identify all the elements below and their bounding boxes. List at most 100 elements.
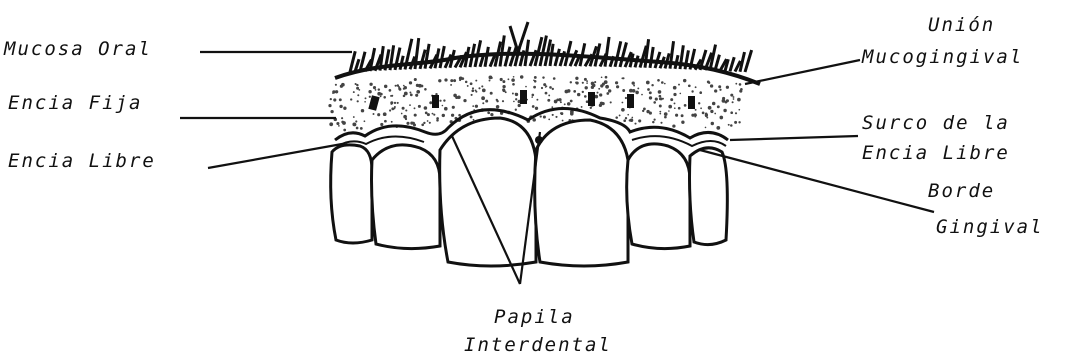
stipple-dot <box>615 116 618 119</box>
stipple-dot <box>409 104 411 106</box>
stipple-dot <box>699 91 702 94</box>
stipple-dot <box>394 106 396 108</box>
stipple-dot <box>584 95 587 98</box>
stipple-dot <box>591 86 594 89</box>
stipple-dot <box>681 114 684 117</box>
stipple-dot <box>556 99 559 102</box>
stipple-dot <box>723 109 726 112</box>
stipple-dot <box>637 87 639 89</box>
stipple-dot <box>404 92 408 96</box>
stipple-dot <box>570 112 574 116</box>
stipple-dot <box>421 85 424 88</box>
stipple-dot <box>584 78 587 81</box>
attached-gingiva-stipple <box>328 75 742 131</box>
stipple-dot <box>502 100 504 102</box>
stipple-dot <box>457 96 461 100</box>
stipple-dot <box>335 84 337 86</box>
stipple-dot <box>453 79 456 82</box>
stipple-dot <box>336 122 339 125</box>
stipple-dot <box>668 105 672 109</box>
leader-encia-libre <box>208 144 342 168</box>
stipple-dot <box>532 105 535 108</box>
stipple-dot <box>698 102 700 104</box>
hatch-stroke <box>730 57 734 71</box>
stipple-dot <box>525 86 527 88</box>
stipple-dot <box>401 113 403 115</box>
stipple-dot <box>471 89 474 92</box>
stipple-dot <box>730 111 733 114</box>
stipple-dot <box>582 82 584 84</box>
stipple-dot <box>716 126 720 130</box>
stipple-dot <box>520 75 523 78</box>
stipple-dot <box>652 121 654 123</box>
stipple-dot <box>660 122 662 124</box>
leader-union-mucogingival <box>745 60 860 84</box>
label-surco-line2: Encia Libre <box>862 142 1010 164</box>
hatch-stroke <box>650 47 653 68</box>
stipple-dot <box>473 119 475 121</box>
stipple-dot <box>705 113 708 116</box>
stipple-dot <box>531 94 534 97</box>
stipple-dot <box>657 79 660 82</box>
stipple-dot <box>616 85 619 88</box>
stipple-dot <box>515 93 518 96</box>
stipple-dot <box>643 108 646 111</box>
stipple-dot <box>365 97 367 99</box>
stipple-dot <box>664 83 666 85</box>
stipple-dot <box>719 116 723 120</box>
stipple-dot <box>726 86 729 89</box>
hatch-stroke <box>435 48 439 68</box>
stipple-dot <box>369 83 372 86</box>
stipple-dot <box>405 109 407 111</box>
stipple-dot <box>702 112 705 115</box>
stipple-dot <box>604 80 608 84</box>
stipple-dot <box>683 79 686 82</box>
stipple-dot <box>594 81 596 83</box>
stipple-dot <box>409 81 412 84</box>
stipple-dot <box>575 82 577 84</box>
stipple-dot <box>333 98 336 101</box>
stipple-dot <box>375 89 377 91</box>
teeth <box>331 118 728 266</box>
stipple-dot <box>567 102 571 106</box>
stipple-dot <box>406 122 409 125</box>
stipple-dot <box>467 85 469 87</box>
stipple-dot <box>482 89 486 93</box>
stipple-dot <box>373 113 375 115</box>
stipple-dot <box>664 112 668 116</box>
stipple-dot <box>582 91 584 93</box>
stipple-dot <box>475 105 478 108</box>
stipple-dot <box>502 80 505 83</box>
stipple-dot <box>481 96 485 100</box>
stipple-dot <box>329 122 333 126</box>
stipple-dot <box>353 91 355 93</box>
stipple-dot <box>403 115 407 119</box>
stipple-dot <box>543 115 546 118</box>
stipple-dot <box>730 124 733 127</box>
stipple-dot <box>635 91 639 95</box>
stipple-dot <box>397 102 399 104</box>
stipple-dot <box>691 90 693 92</box>
stipple-dot <box>490 92 493 95</box>
stipple-dot <box>418 105 421 108</box>
stipple-dot <box>658 90 662 94</box>
label-mucosa-oral: Mucosa Oral <box>4 38 152 60</box>
stipple-dot <box>605 85 609 89</box>
stipple-dot <box>717 105 720 108</box>
stipple-dot <box>380 93 383 96</box>
stipple-dot <box>541 87 543 89</box>
stipple-dot <box>364 120 366 122</box>
stipple-dot <box>735 112 737 114</box>
stipple-dot <box>403 85 405 87</box>
label-union-line2: Mucogingival <box>862 46 1023 68</box>
stipple-dot <box>496 105 500 109</box>
stipple-dot <box>482 102 484 104</box>
stipple-dot <box>513 101 515 103</box>
stipple-dot <box>577 93 580 96</box>
stipple-dot <box>733 96 735 98</box>
stipple-dot <box>707 80 710 83</box>
stipple-dot <box>705 127 707 129</box>
stipple-dot <box>414 78 417 81</box>
stipple-dot <box>659 95 662 98</box>
stipple-dot <box>633 85 635 87</box>
